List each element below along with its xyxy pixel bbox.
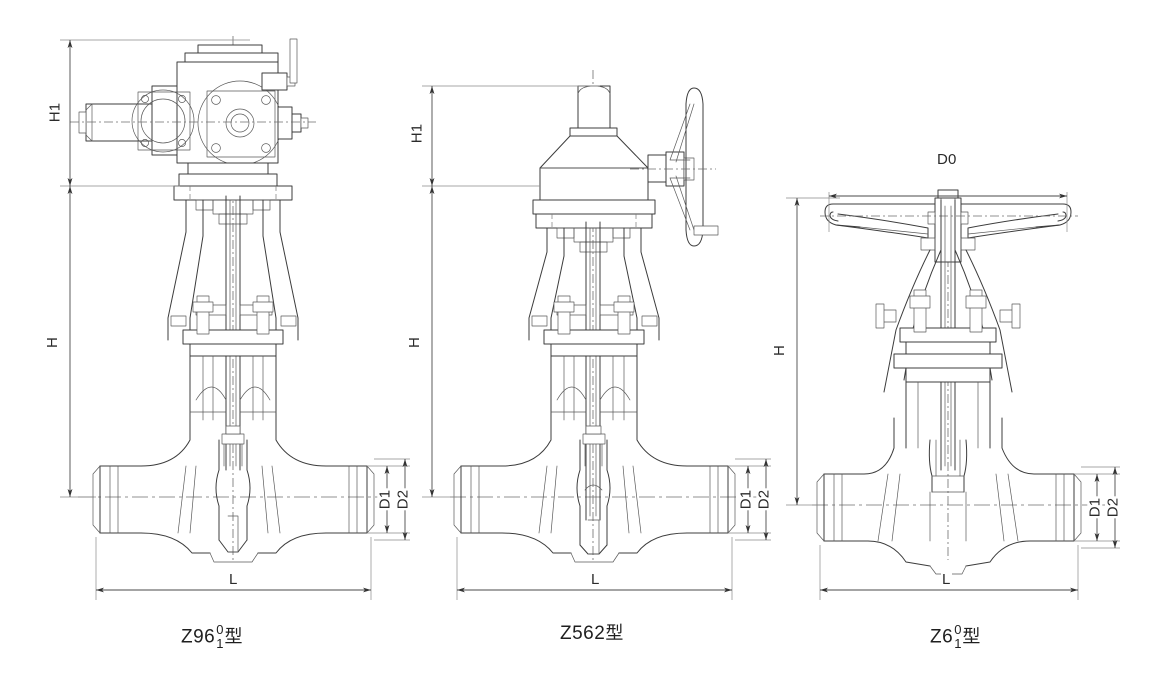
mid-d2-label: D2 [755,488,773,511]
view-left-geometry [70,36,392,563]
view-right-caption-base: Z6 [930,626,954,648]
right-h-label: H [771,343,789,358]
right-l-label: L [941,571,952,588]
view-middle-caption-suffix: 型 [605,623,624,644]
mid-h-label: H [406,335,424,350]
mid-valve-body [453,419,736,563]
view-middle-dimensions [422,85,771,600]
mid-d1-label: D1 [737,488,755,511]
right-d0-label: D0 [936,151,958,168]
left-yoke-bonnet [167,185,299,471]
view-left-dimensions [60,39,410,600]
right-handwheel [820,189,1078,263]
left-d1-label: D1 [376,488,394,511]
right-d1-label: D1 [1086,496,1104,519]
view-middle-geometry [450,70,765,563]
right-d2-label: D2 [1104,496,1122,519]
mid-h1-label: H1 [408,122,426,145]
view-right-caption-suffix: 型 [962,626,981,648]
view-left-caption-suffix: 型 [224,626,243,648]
left-electric-actuator [70,38,316,187]
left-valve-body [92,419,375,563]
view-right-geometry [812,189,1120,575]
right-yoke-bonnet [875,199,1021,493]
view-middle-caption-base: Z562 [560,623,606,644]
mid-bevel-gear-operator [532,85,719,247]
mid-yoke-bonnet [528,213,660,521]
left-l-label: L [228,571,239,588]
right-valve-body [816,417,1082,575]
view-right-dimensions [786,192,1120,600]
left-h-label: H [44,335,62,350]
view-middle-caption: Z562型 [560,624,623,643]
mid-l-label: L [590,571,601,588]
left-h1-label: H1 [46,101,64,124]
left-d2-label: D2 [394,488,412,511]
view-left-caption-base: Z96 [181,626,216,648]
